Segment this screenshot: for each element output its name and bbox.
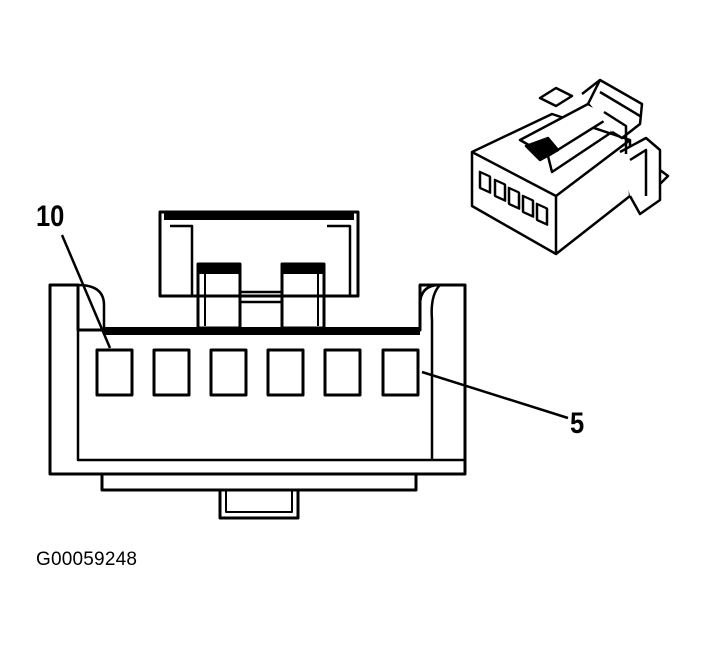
bottom-flange <box>100 474 418 492</box>
housing-outline <box>48 283 467 476</box>
leader-line-5 <box>421 370 569 420</box>
pin-cavity-7 <box>266 348 305 397</box>
latch-block <box>158 210 360 298</box>
figure-id: G00059248 <box>36 549 138 570</box>
bottom-key <box>218 490 300 520</box>
leader-line-10 <box>60 234 112 349</box>
pin-cavity-9 <box>152 348 191 397</box>
pin-cavity-8 <box>209 348 248 397</box>
pin-label-10: 10 <box>36 200 65 233</box>
pin-cavity-6 <box>323 348 362 397</box>
pin-cavity-5 <box>381 348 420 397</box>
pin-label-5: 5 <box>570 407 585 440</box>
pin-cavity-10 <box>95 348 134 397</box>
connector-face-view <box>48 210 569 520</box>
connector-isometric-view <box>470 78 670 256</box>
